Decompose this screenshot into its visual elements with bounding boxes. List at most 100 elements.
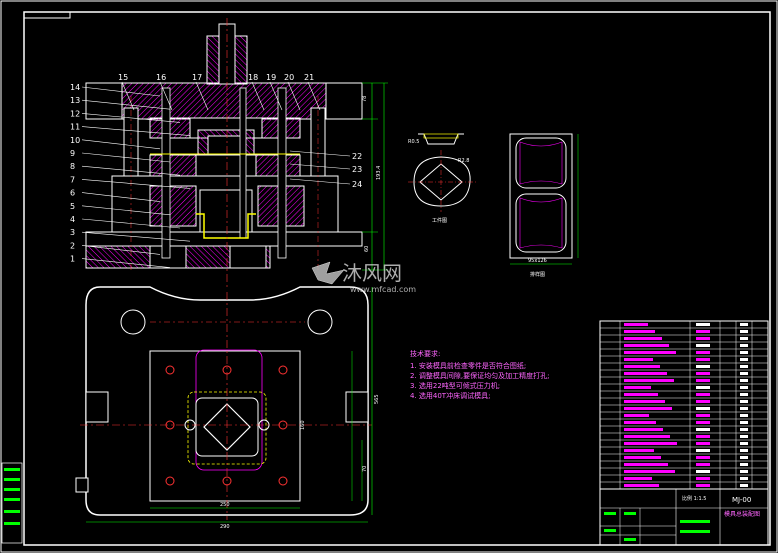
part-number-right: 23 — [352, 165, 362, 174]
leader-line — [81, 231, 191, 242]
bom-cell-fill — [696, 393, 710, 396]
bom-cell-fill — [696, 365, 710, 368]
bom-cell-fill — [624, 379, 674, 382]
plan-guide-cutout-left-top — [85, 391, 109, 423]
bom-cell-fill — [696, 484, 710, 487]
bom-cell-fill — [740, 372, 748, 375]
watermark: 沐风网 www.mfcad.com — [311, 261, 416, 294]
layout-dim: 95x126 — [528, 258, 547, 264]
leader-line — [195, 81, 209, 111]
workpiece-view: R0.5 R2.8 工件图 — [408, 133, 476, 224]
leader-line — [81, 192, 161, 202]
bom-cell-fill — [624, 323, 648, 326]
plan-guide-cutout-right — [345, 391, 369, 423]
part-number-top: 21 — [304, 73, 314, 82]
corner-tab — [23, 11, 71, 19]
leader-line — [251, 81, 265, 111]
bom-cell-fill — [740, 414, 748, 417]
guide-hole-right — [307, 309, 333, 335]
part-number-top: 16 — [156, 73, 166, 82]
leader-line — [289, 163, 351, 170]
bom-cell-fill — [624, 463, 668, 466]
bom-cell-fill — [696, 442, 710, 445]
bom-cell-fill — [696, 400, 710, 403]
part-number-left: 7 — [70, 175, 75, 184]
bom-cell-fill — [740, 351, 748, 354]
leader-line — [289, 150, 351, 157]
dim-plan-lower: 70 — [362, 466, 368, 472]
tech-item-4: 4. 选用40T冲床调试模具; — [410, 391, 490, 400]
dim-height-upper: 78 — [362, 96, 368, 102]
strip-layout-view: 95x126 排样图 — [509, 133, 579, 278]
leader-line — [81, 126, 191, 136]
dim-plan-width-outer: 290 — [220, 524, 230, 530]
bom-cell-fill — [624, 407, 672, 410]
bom-cell-fill — [740, 477, 748, 480]
guide-hole-left — [120, 309, 146, 335]
bom-cell-fill — [696, 386, 710, 389]
bom-cell-fill — [740, 365, 748, 368]
bom-cell-fill — [624, 365, 660, 368]
bom-cell-fill — [624, 330, 655, 333]
part-number-left: 9 — [70, 149, 75, 158]
bom-cell-fill — [624, 421, 656, 424]
bom-cell-fill — [740, 449, 748, 452]
dim-plan-width-inner: 250 — [220, 502, 230, 508]
bom-cell-fill — [740, 421, 748, 424]
leader-line — [307, 81, 321, 111]
technical-requirements: 技术要求: 1. 安装模具前检查零件是否符合图纸; 2. 调整模具间隙,要保证均… — [410, 349, 550, 400]
bom-cell-fill — [696, 477, 710, 480]
bom-cell-fill — [740, 470, 748, 473]
part-number-left: 5 — [70, 202, 75, 211]
title-drawing-name: 模具总装配图 — [724, 510, 760, 518]
leader-line — [81, 258, 171, 268]
tech-title: 技术要求: — [410, 349, 440, 358]
part-number-left: 3 — [70, 228, 75, 237]
watermark-logo-icon — [311, 261, 345, 285]
leader-line — [81, 99, 171, 110]
die-plate-plan — [149, 350, 301, 502]
bom-cell-fill — [740, 484, 748, 487]
leader-line — [81, 245, 161, 255]
bom-cell-fill — [624, 449, 654, 452]
bom-cell-fill — [740, 463, 748, 466]
bom-cell-fill — [624, 470, 675, 473]
watermark-brand: 沐风网 — [342, 261, 402, 285]
bom-cell-fill — [624, 477, 652, 480]
section-view — [85, 18, 363, 290]
part-number-top: 18 — [248, 73, 258, 82]
part-number-left: 1 — [70, 255, 75, 264]
leader-line — [81, 205, 171, 216]
bom-cell-fill — [696, 344, 710, 347]
bom-cell-fill — [624, 344, 669, 347]
leader-line — [287, 81, 301, 111]
leader-line — [81, 152, 171, 163]
bom-cell-fill — [696, 323, 710, 326]
leader-line — [81, 179, 191, 189]
part-number-left: 14 — [70, 83, 80, 92]
bom-cell-fill — [740, 344, 748, 347]
plan-dimensions: 565 160 70 250 290 — [86, 287, 380, 530]
dim-small-b: R2.8 — [458, 158, 469, 164]
bom-cell-fill — [696, 330, 710, 333]
bom-cell-fill — [740, 400, 748, 403]
bom-cell-fill — [740, 379, 748, 382]
leader-line — [81, 86, 161, 97]
workpiece-section — [418, 133, 464, 145]
tech-item-1: 1. 安装模具前检查零件是否符合图纸; — [410, 361, 526, 370]
part-number-left: 13 — [70, 96, 80, 105]
leader-line — [269, 81, 283, 111]
part-number-left: 12 — [70, 109, 80, 118]
bom-cell-fill — [696, 435, 710, 438]
title-scale: 比例 1:1.5 — [682, 495, 706, 502]
bom-cell-fill — [624, 442, 677, 445]
bom-cell-fill — [740, 330, 748, 333]
part-number-left: 10 — [70, 136, 80, 145]
bom-cell-fill — [740, 386, 748, 389]
tech-item-3: 3. 选用22吨型可倾式压力机; — [410, 381, 500, 390]
bom-cell-fill — [624, 428, 663, 431]
